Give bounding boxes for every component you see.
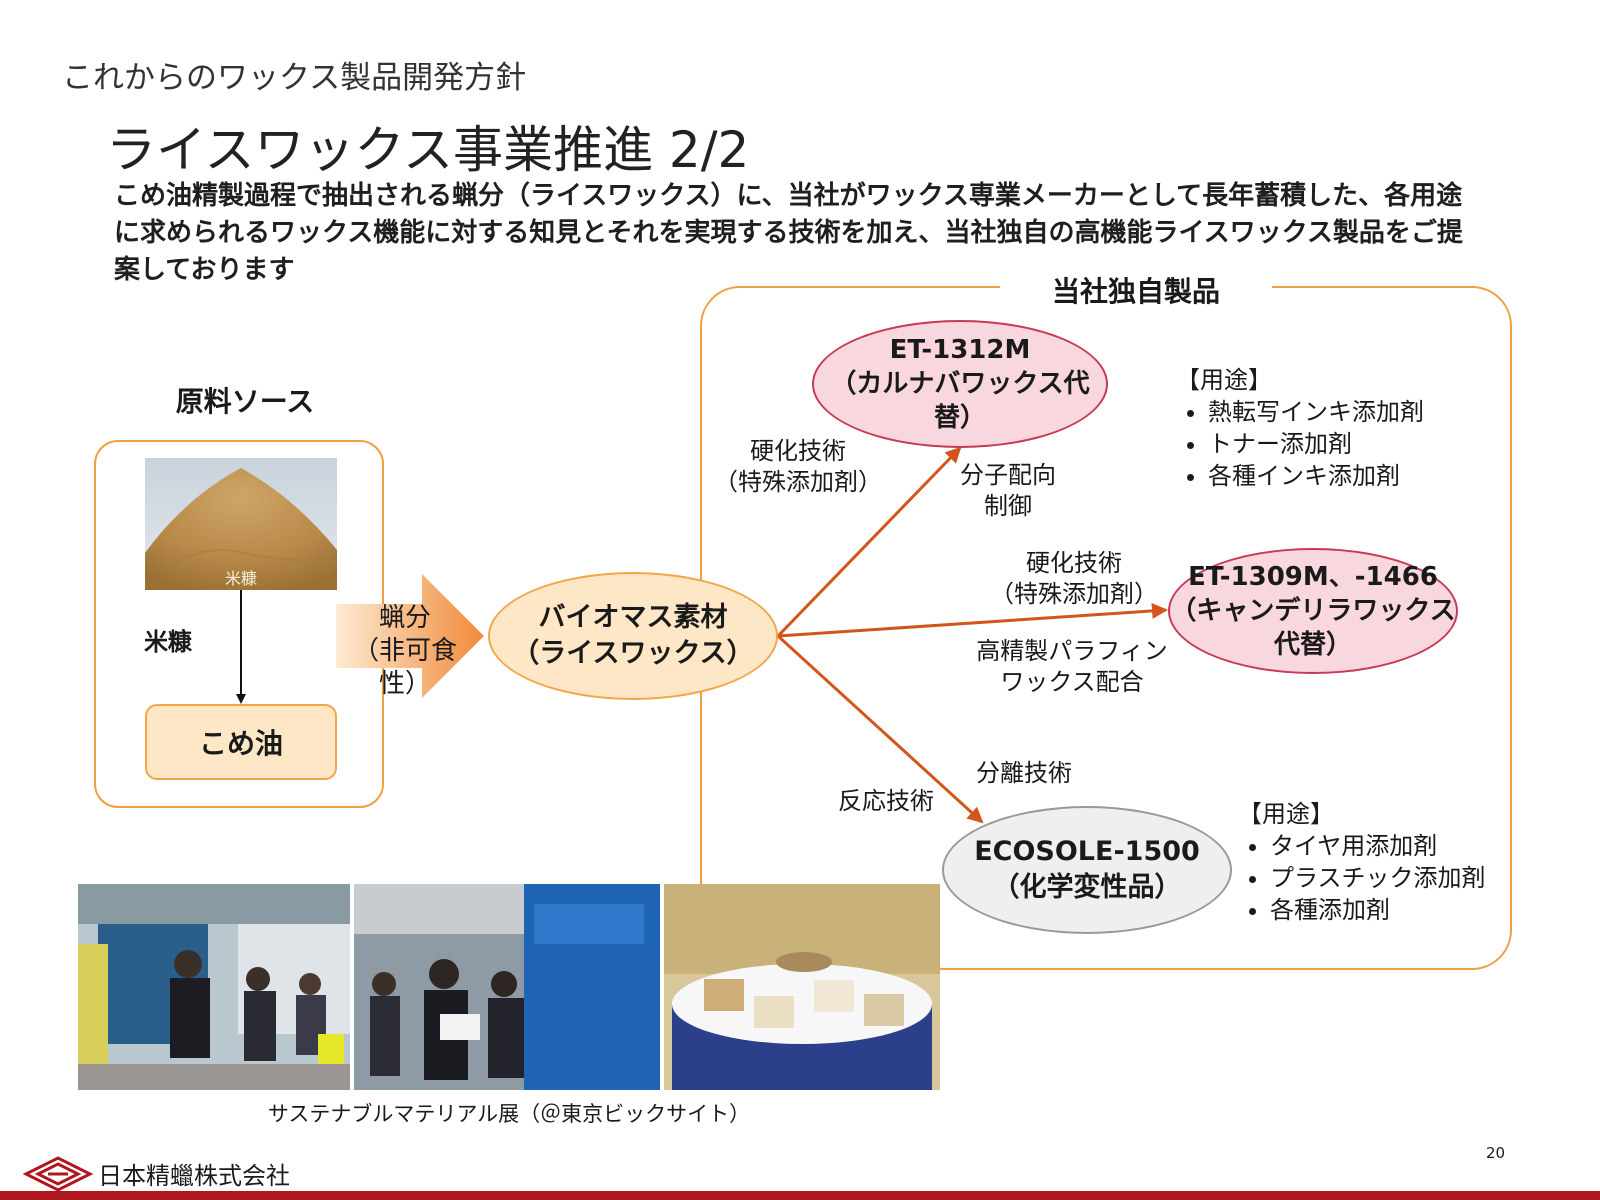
company-logo-icon [22,1156,94,1192]
hardening-label-1-main: 硬化技術 [750,437,846,465]
photo-caption: サステナブルマテリアル展（＠東京ビックサイト） [267,1102,751,1126]
et1309-name: ET-1309M、-1466 [1188,562,1438,592]
paraffin-blend-label: 高精製パラフィン ワックス配合 [972,636,1172,698]
hardening-label-2-main: 硬化技術 [1026,549,1122,577]
hardening-label-2-sub: （特殊添加剤） [990,580,1158,608]
biomass-sub: （ライスワックス） [512,638,754,669]
et1312-name: ET-1312M [889,335,1031,365]
rice-bran-label: 米糠 [144,628,192,656]
section-title: これからのワックス製品開発方針 [62,60,527,96]
usage-item: トナー添加剤 [1208,428,1424,460]
usage-item: タイヤ用添加剤 [1270,830,1486,862]
separation-label: 分離技術 [976,759,1072,787]
usage-item: 各種添加剤 [1270,894,1486,926]
source-title: 原料ソース [175,385,315,418]
products-title: 当社独自製品 [1051,275,1220,308]
products-title-mask [1000,268,1272,308]
rice-oil-box: こめ油 [145,704,337,780]
intro-text: こめ油精製過程で抽出される蝋分（ライスワックス）に、当社がワックス専業メーカーと… [114,181,1463,285]
et1309-node: ET-1309M、-1466 （キャンデリラワックス代替） [1168,548,1458,674]
company-name: 日本精蠟株式会社 [98,1162,290,1190]
usage-list-2-title: 【用途】 [1238,800,1334,828]
ecosole-sub: （化学変性品） [992,872,1182,903]
hardening-label-1-sub: （特殊添加剤） [714,468,882,496]
rice-bran-photo: 米糠 [145,458,337,590]
exhibition-photo-1 [78,884,350,1090]
usage-list-2: 【用途】 タイヤ用添加剤 プラスチック添加剤 各種添加剤 [1238,798,1486,926]
usage-item: 各種インキ添加剤 [1208,460,1424,492]
ecosole-node: ECOSOLE-1500 （化学変性品） [942,806,1232,934]
reaction-label: 反応技術 [838,787,934,815]
molecular-orientation-label: 分子配向 制御 [950,460,1066,522]
paraffin-blend-label-main: 高精製パラフィン [976,637,1168,665]
et1312-sub: （カルナバワックス代替） [830,369,1090,433]
molecular-orientation-label-main: 分子配向 [960,461,1056,489]
slide-title: ライスワックス事業推進 2/2 [106,121,750,179]
rice-bran-photo-label: 米糠 [225,569,257,588]
et1312-node: ET-1312M （カルナバワックス代替） [812,320,1108,448]
paraffin-blend-label-sub: ワックス配合 [1000,668,1144,696]
usage-list-1-title: 【用途】 [1176,366,1272,394]
exhibition-photos [78,884,940,1090]
usage-list-1: 【用途】 熱転写インキ添加剤 トナー添加剤 各種インキ添加剤 [1176,364,1424,492]
wax-label-main: 蝋分 [378,603,431,633]
wax-label: 蝋分 （非可食性） [335,602,475,701]
rice-oil-label: こめ油 [198,727,283,760]
biomass-name: バイオマス素材 [538,602,728,633]
usage-item: 熱転写インキ添加剤 [1208,396,1424,428]
hardening-label-1: 硬化技術 （特殊添加剤） [714,436,882,498]
exhibition-photo-2 [354,884,660,1090]
page-number: 20 [1486,1144,1506,1162]
usage-item: プラスチック添加剤 [1270,862,1486,894]
footer-bar [0,1191,1600,1200]
biomass-node: バイオマス素材 （ライスワックス） [488,572,778,700]
exhibition-photo-3 [664,884,940,1090]
ecosole-name: ECOSOLE-1500 [974,836,1200,867]
hardening-label-2: 硬化技術 （特殊添加剤） [990,548,1158,610]
wax-label-sub: （非可食性） [352,636,457,699]
molecular-orientation-label-sub: 制御 [984,492,1032,520]
et1309-sub: （キャンデリラワックス代替） [1170,596,1456,660]
